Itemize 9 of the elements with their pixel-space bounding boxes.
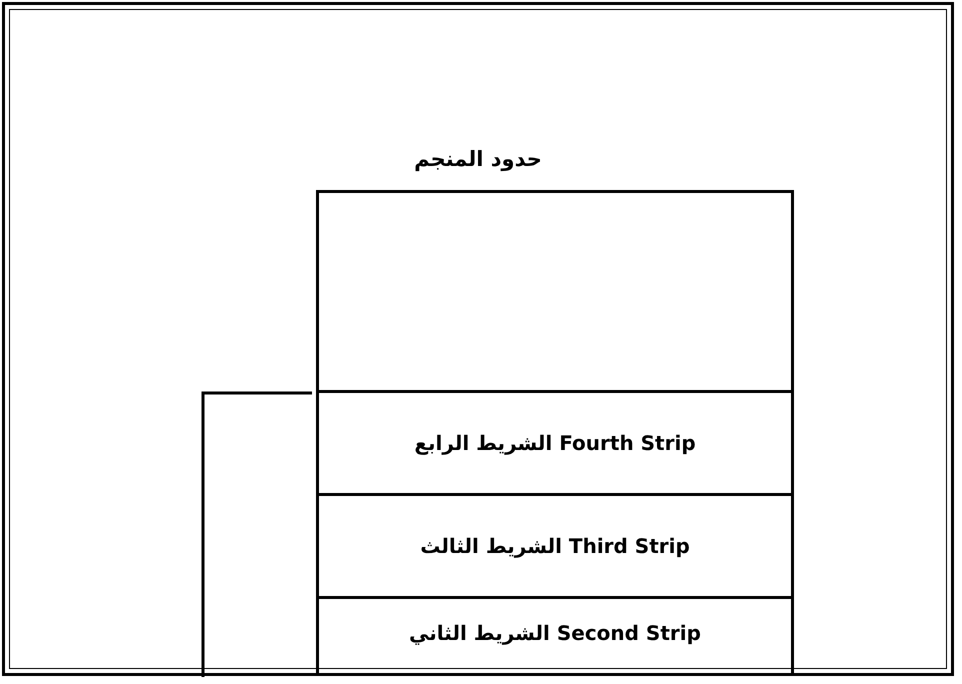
strip-label: الشريط الثاني Second Strip <box>409 621 701 645</box>
boundary-title: حدود المنجم <box>413 147 543 171</box>
strip-block <box>316 493 794 599</box>
strip-block <box>316 390 794 496</box>
strip-block <box>316 596 794 674</box>
strip-label: الشريط الرابع Fourth Strip <box>414 431 696 455</box>
boundary-frame <box>2 2 954 676</box>
strip-label: الشريط الثالث Third Strip <box>420 534 690 558</box>
empty-block <box>316 190 794 393</box>
